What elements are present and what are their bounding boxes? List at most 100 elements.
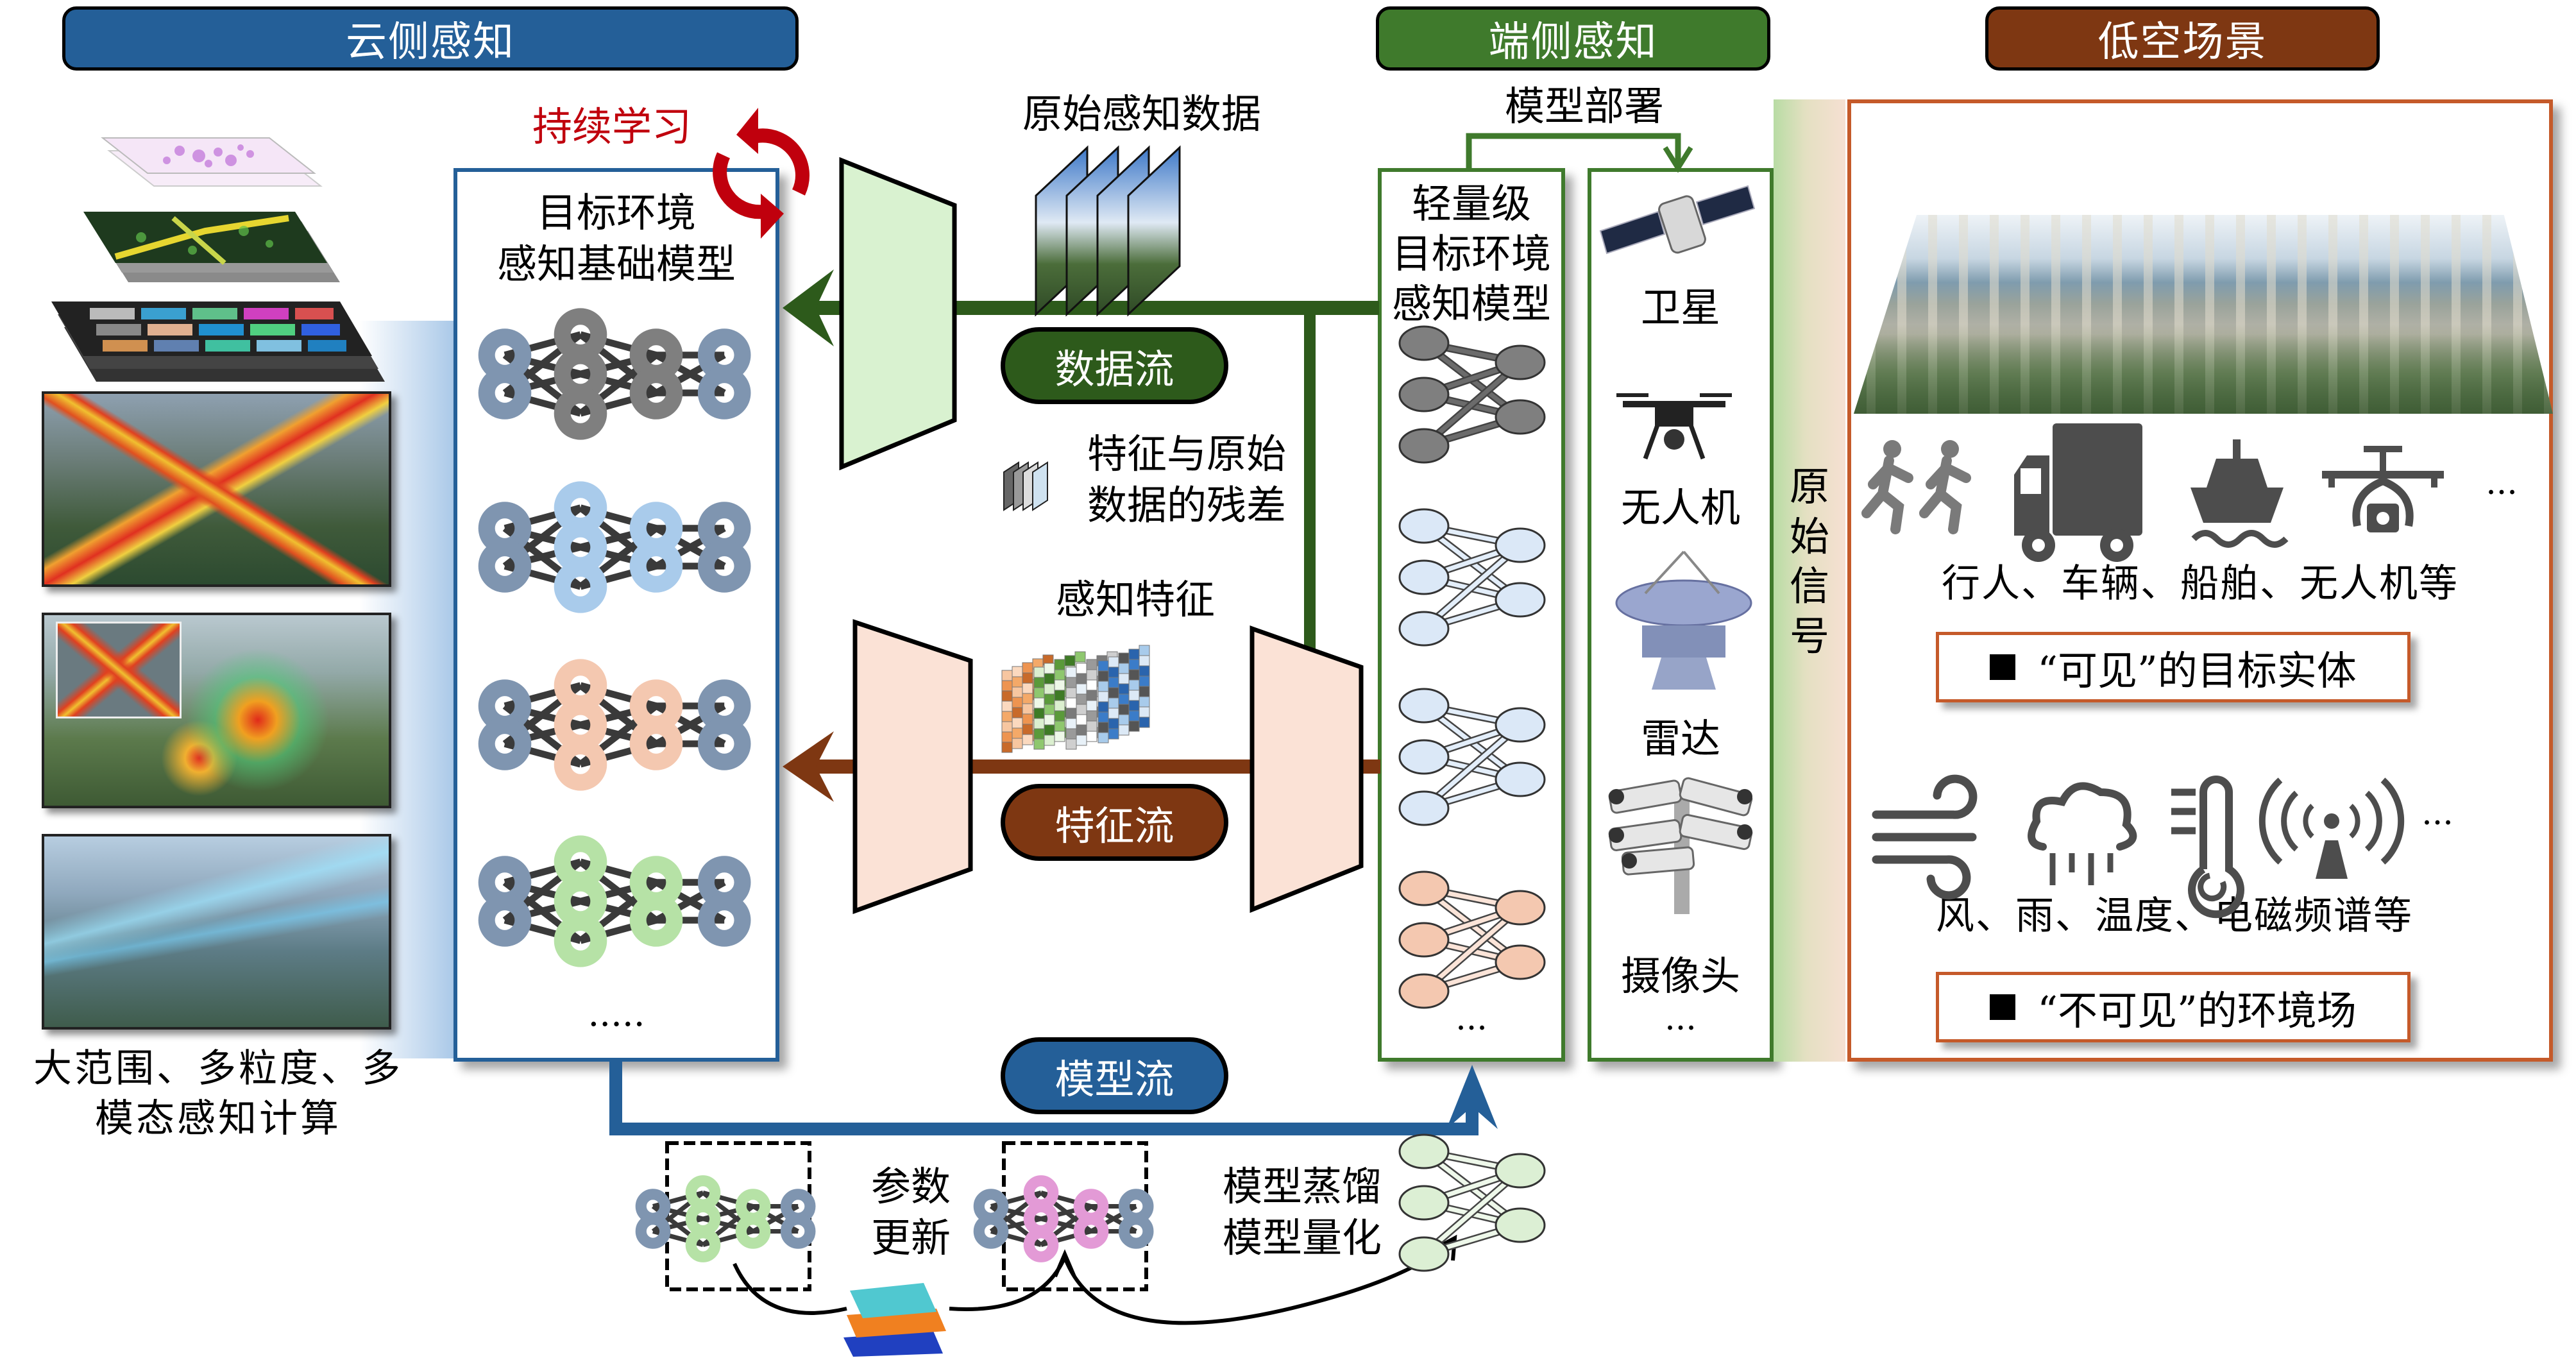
feature-cell: [1086, 659, 1097, 670]
feature-cell: [1097, 701, 1109, 713]
network-node: [1398, 790, 1450, 826]
feature-cell: [1097, 681, 1109, 692]
network-node: [1495, 527, 1546, 563]
feature-cell: [1086, 720, 1097, 732]
feature-cell: [1012, 707, 1023, 718]
raw-signal-char3: 信: [1789, 563, 1829, 609]
network-node: [1398, 377, 1450, 412]
model-flow-arrow: [609, 1062, 1498, 1135]
feature-cell: [1065, 738, 1077, 750]
network-node: [1398, 1185, 1450, 1221]
surveillance-drone-icon: [2322, 446, 2444, 532]
feature-cell: [1128, 720, 1140, 732]
network-node: [697, 894, 751, 947]
feature-cell: [1076, 663, 1087, 674]
feature-cell: [1033, 666, 1045, 678]
raw-signal-label: 原 始 信 号: [1774, 462, 1845, 661]
continual-learning-cycle-icon: [713, 128, 809, 219]
feature-cell: [1054, 720, 1065, 732]
foundation-network-2: [478, 481, 751, 613]
network-node: [1023, 1227, 1059, 1262]
visible-ellipsis: ...: [2486, 464, 2518, 502]
devices-ellipsis: ...: [1665, 999, 1697, 1038]
feature-cell: [1139, 706, 1150, 718]
feature-cell: [1076, 734, 1087, 746]
feature-cell: [1108, 728, 1119, 740]
feature-cell: [1044, 693, 1055, 705]
feature-cell: [1076, 714, 1087, 726]
feature-cell: [1012, 738, 1023, 749]
raw-data-frame: [1127, 145, 1181, 317]
traffic-heatmap-overpass-image: [42, 391, 391, 587]
residual-image-stack: [1003, 461, 1048, 511]
network-node: [1495, 399, 1546, 435]
feature-cell: [1076, 704, 1087, 715]
feature-cell: [1097, 691, 1109, 702]
network-node: [629, 717, 683, 770]
feature-cell: [1012, 666, 1023, 677]
solar-panel: [1599, 210, 1666, 255]
pedestrian-icon: [1919, 440, 1971, 534]
feature-cell: [1086, 700, 1097, 711]
network-node: [1398, 1236, 1450, 1272]
network-node: [478, 894, 532, 947]
feature-cell: [1065, 666, 1077, 678]
city-wind-flow-image: [42, 834, 391, 1030]
network-node: [1398, 739, 1450, 775]
pedestrian-icon: [1861, 440, 1913, 534]
city-heatmap-with-inset-image: [42, 613, 391, 808]
feature-cell: [1139, 675, 1150, 687]
feature-cell: [1044, 714, 1055, 726]
feature-cell: [1001, 711, 1013, 722]
feature-cell: [1044, 704, 1055, 715]
feature-cell: [1128, 710, 1140, 722]
feature-cell: [1128, 679, 1140, 691]
feature-cell: [1044, 673, 1055, 684]
cctv-camera-icon: [1608, 777, 1753, 914]
param-network-after: [973, 1175, 1154, 1262]
radio-tower-icon: [2258, 777, 2405, 879]
network-node: [1398, 508, 1450, 544]
feature-cell: [1044, 734, 1055, 746]
foundation-model-title-line2: 感知基础模型: [496, 241, 736, 287]
network-node: [554, 914, 607, 967]
feature-cell: [1118, 714, 1130, 726]
feature-cell: [1097, 732, 1109, 743]
rain-cloud-icon: [2028, 782, 2137, 885]
feature-cell: [1139, 717, 1150, 728]
network-node: [1495, 944, 1546, 980]
feature-cell: [1139, 655, 1150, 666]
network-node: [780, 1214, 816, 1249]
param-update-line2: 更新: [870, 1214, 951, 1261]
network-node: [635, 1214, 671, 1249]
multi-layer-feature-grid: [51, 301, 385, 382]
feature-cell: [1076, 693, 1087, 705]
feature-cell: [1118, 693, 1130, 705]
device-label-radar: 雷达: [1640, 715, 1720, 762]
feature-cell: [1128, 649, 1140, 660]
wind-icon: [1872, 774, 1978, 900]
network-node: [1398, 428, 1450, 464]
legend-square-icon: [1990, 654, 2016, 680]
feature-cell: [1139, 696, 1150, 708]
data-fusion-block: [839, 157, 957, 471]
feature-cell: [1022, 734, 1033, 745]
feature-grid-blue: [1097, 645, 1150, 743]
legend-square-icon: [1990, 994, 2016, 1020]
truck-icon: [2014, 423, 2142, 562]
heatmap-inset: [56, 622, 182, 718]
parameter-heatmap-stack: [843, 1283, 946, 1357]
lightweight-title-line3: 感知模型: [1391, 280, 1551, 327]
feature-cell: [1097, 670, 1109, 682]
feature-cell: [1001, 690, 1013, 702]
distill-label: 模型蒸馏: [1222, 1163, 1382, 1210]
solar-panel: [1695, 185, 1756, 226]
network-node: [629, 894, 683, 947]
param-network-before: [635, 1175, 816, 1262]
feature-cell: [1086, 669, 1097, 681]
invisible-fields-tag-text: “不可见”的环境场: [2037, 987, 2357, 1034]
feature-cell: [1074, 651, 1086, 663]
invisible-ellipsis: ...: [2421, 794, 2453, 833]
thermometer-icon: [2171, 776, 2244, 919]
feature-flow-pill: 特征流: [1001, 784, 1228, 861]
